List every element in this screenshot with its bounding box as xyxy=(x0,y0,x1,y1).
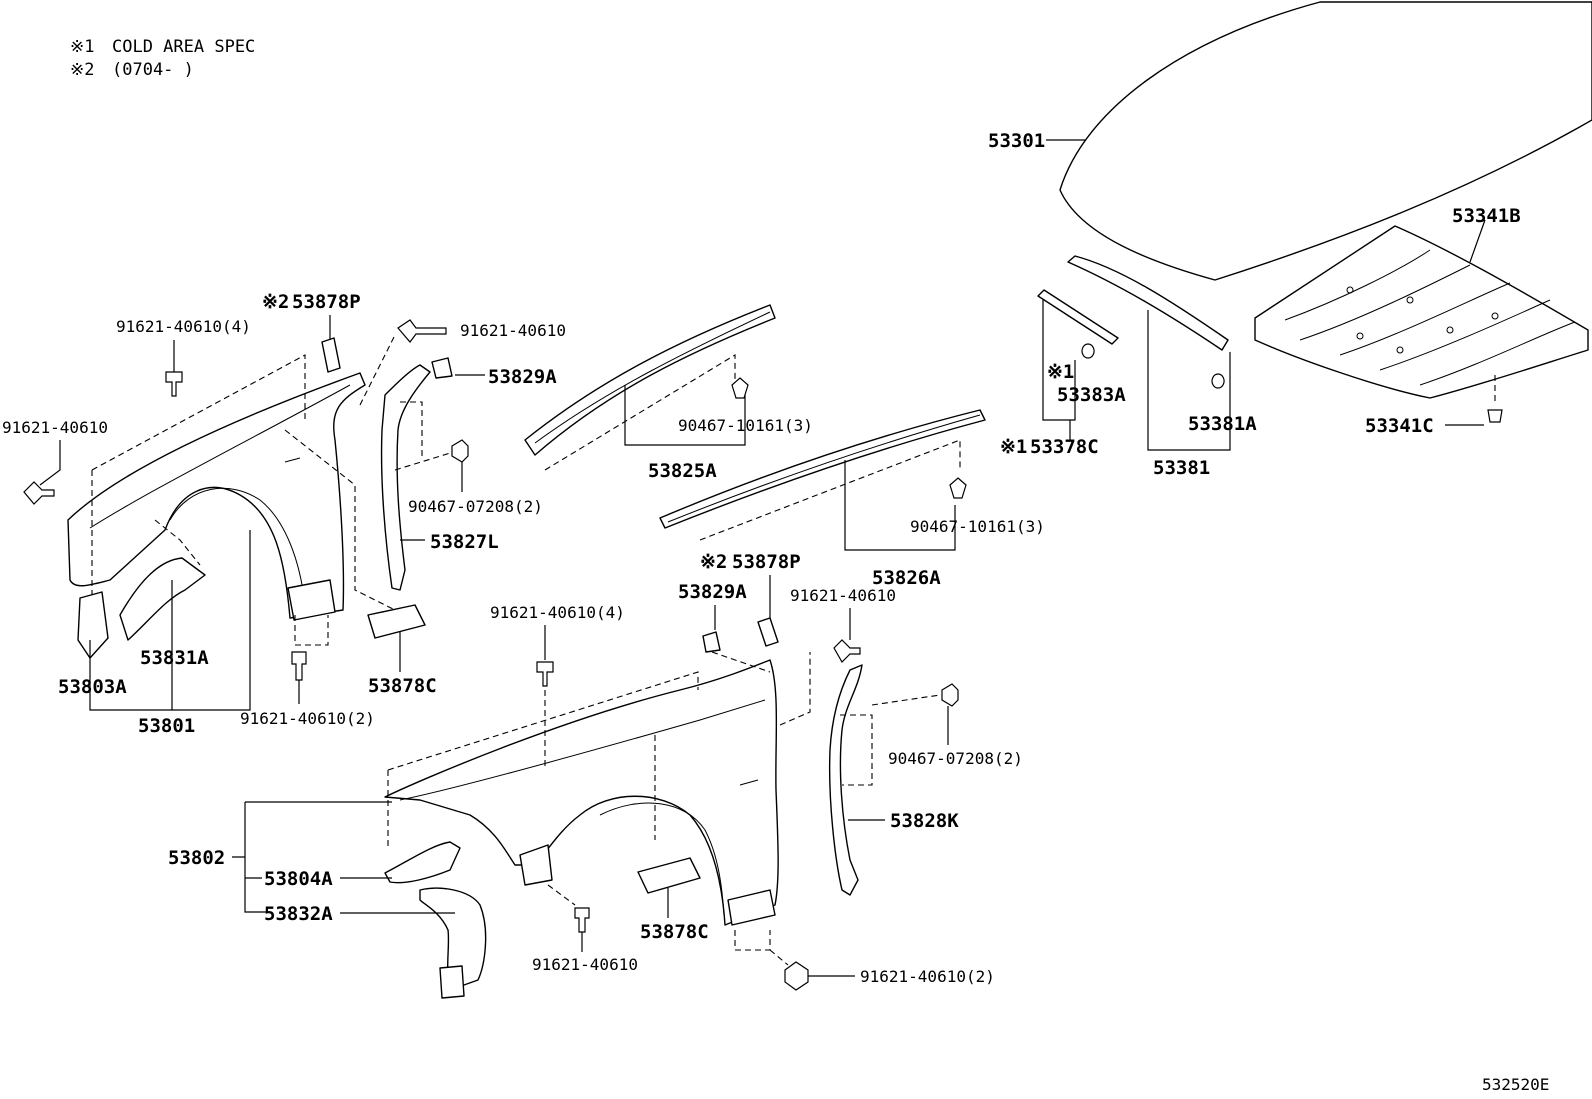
label-91621-40610-2-lower: 91621-40610(2) xyxy=(860,967,995,986)
label-53878P-bot: 53878P xyxy=(732,551,801,573)
fender-rh-small-parts: ※2 53878P 53829A xyxy=(262,291,557,388)
figure-code: 532520E xyxy=(1482,1075,1549,1094)
note-1-text: COLD AREA SPEC xyxy=(112,37,255,57)
label-53803A: 53803A xyxy=(58,676,127,698)
label-53878P-top: 53878P xyxy=(292,291,361,313)
fender-seal-upper: 90467-10161(3) 53825A xyxy=(524,304,813,482)
fender-rh: 53803A 53831A 53801 xyxy=(58,354,366,737)
label-53802: 53802 xyxy=(168,847,225,869)
label-53383A-mark: ※1 xyxy=(1047,361,1074,383)
fender-lh-small-parts: ※2 53878P 53829A xyxy=(678,551,801,673)
fender-lh: 53802 53804A 53832A xyxy=(168,652,811,999)
label-53878C-bot: 53878C xyxy=(640,921,709,943)
label-53801: 53801 xyxy=(138,715,195,737)
label-53378C-mark: ※1 xyxy=(1000,436,1027,458)
label-90467-07208-upper: 90467-07208(2) xyxy=(408,497,543,516)
label-53878P-bot-mark: ※2 xyxy=(700,551,727,573)
label-90467-10161-lower: 90467-10161(3) xyxy=(910,517,1045,536)
label-53825A: 53825A xyxy=(648,460,717,482)
fender-rh-fasteners: 91621-40610(4) 91621-40610 91621-40610 9… xyxy=(2,317,566,728)
label-91621-40610-left: 91621-40610 xyxy=(2,418,108,437)
label-91621-40610-4-upper: 91621-40610(4) xyxy=(116,317,251,336)
fender-seal-lower: 90467-10161(3) 53826A xyxy=(659,409,1045,589)
label-53804A: 53804A xyxy=(264,868,333,890)
label-53383A: 53383A xyxy=(1057,384,1126,406)
hood-panel: 53301 xyxy=(988,1,1592,281)
fender-pad-upper: 53878C xyxy=(284,429,437,697)
label-91621-40610-top: 91621-40610 xyxy=(460,321,566,340)
fender-lh-fasteners: 91621-40610(4) 91621-40610 91621-40610 9… xyxy=(490,586,995,991)
fender-liner-rh: 53827L 90467-07208(2) xyxy=(380,364,543,591)
note-2-mark: ※2 xyxy=(70,60,94,80)
label-53827L: 53827L xyxy=(430,531,499,553)
label-53381A: 53381A xyxy=(1188,413,1257,435)
label-90467-10161-upper: 90467-10161(3) xyxy=(678,416,813,435)
label-53381: 53381 xyxy=(1153,457,1210,479)
label-91621-40610-right: 91621-40610 xyxy=(790,586,896,605)
label-53301: 53301 xyxy=(988,130,1045,152)
label-91621-40610-2-upper: 91621-40610(2) xyxy=(240,709,375,728)
label-53341B: 53341B xyxy=(1452,205,1521,227)
label-53878P-top-mark: ※2 xyxy=(262,291,289,313)
label-91621-40610-bottom: 91621-40610 xyxy=(532,955,638,974)
legend-notes: ※1 COLD AREA SPEC ※2 (0704- ) xyxy=(70,37,255,80)
label-53826A: 53826A xyxy=(872,567,941,589)
hood-insulator: 53341B 53341C xyxy=(1254,205,1589,437)
label-91621-40610-4-lower: 91621-40610(4) xyxy=(490,603,625,622)
label-53341C: 53341C xyxy=(1365,415,1434,437)
note-1-mark: ※1 xyxy=(70,37,94,57)
label-53831A: 53831A xyxy=(140,647,209,669)
label-53378C: 53378C xyxy=(1030,436,1099,458)
fender-pad-lower: 53878C xyxy=(637,857,709,943)
hood-seals: ※1 53383A 53381A 53381 ※1 53378C xyxy=(1000,255,1257,479)
fender-liner-lh: 53828K 90467-07208(2) xyxy=(828,664,1023,896)
label-90467-07208-lower: 90467-07208(2) xyxy=(888,749,1023,768)
label-53828K: 53828K xyxy=(890,810,959,832)
label-53829A-bot: 53829A xyxy=(678,581,747,603)
note-2-text: (0704- ) xyxy=(112,60,194,80)
label-53878C-top: 53878C xyxy=(368,675,437,697)
label-53829A-top: 53829A xyxy=(488,366,557,388)
label-53832A: 53832A xyxy=(264,903,333,925)
